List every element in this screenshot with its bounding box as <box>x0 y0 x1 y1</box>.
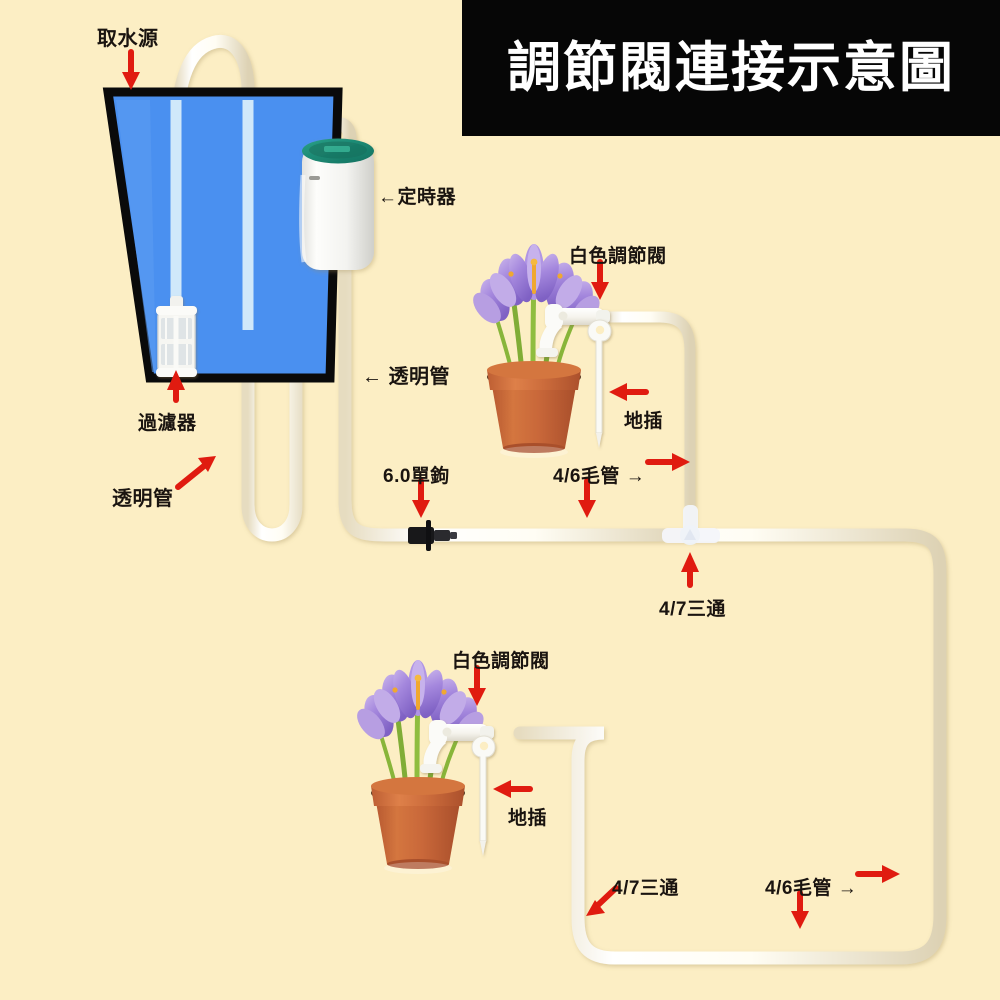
tube-segments-in-water <box>170 100 254 330</box>
label-timer: ←定時器 <box>378 187 457 208</box>
white-regulating-valve-bottom <box>420 720 494 773</box>
single-hook-connector <box>408 520 457 551</box>
title-banner: 調節閥連接示意圖 <box>462 0 1000 136</box>
label-single-hook: 6.0單鉤 <box>383 466 450 487</box>
label-valve-bottom: 白色調節閥 <box>452 651 550 672</box>
tube-main-branch <box>513 528 947 965</box>
arrow-capillary-top-down <box>578 478 596 518</box>
arrow-capillary-top-right <box>645 453 690 471</box>
label-tee-bottom: 4/7三通 <box>612 878 679 899</box>
label-filter: 過濾器 <box>138 413 197 434</box>
tee-connector-top <box>662 505 720 545</box>
label-valve-top: 白色調節閥 <box>569 246 667 267</box>
label-capillary-top: 4/6毛管 → <box>553 466 646 487</box>
arrow-stake-top <box>609 383 649 401</box>
arrow-tee-top <box>681 552 699 588</box>
label-water-source: 取水源 <box>97 28 159 50</box>
arrow-filter <box>167 370 185 403</box>
label-stake-bottom: 地插 <box>508 808 548 829</box>
label-clear-tube-left: 透明管 <box>112 488 174 510</box>
ground-stake-top <box>587 319 612 448</box>
arrow-stake-bottom <box>493 780 533 798</box>
ground-stake-bottom <box>471 735 496 856</box>
white-regulating-valve-top <box>536 304 610 357</box>
annotation-arrows <box>122 49 900 929</box>
label-clear-tube-mid: ← 透明管 <box>362 366 451 388</box>
tube-capillary-top <box>597 311 696 541</box>
label-stake-top: 地插 <box>624 411 664 432</box>
arrow-water-source <box>122 49 140 90</box>
arrow-capillary-bottom-down <box>791 890 809 929</box>
arrow-valve-bottom <box>468 665 486 706</box>
arrow-tee-bottom <box>586 885 619 916</box>
flower-pot-bottom <box>357 660 484 874</box>
tubing-network <box>169 35 947 965</box>
arrow-clear-tube-left <box>175 456 216 490</box>
crocus-flowers-bottom <box>357 660 484 741</box>
arrow-capillary-bottom-right <box>855 865 900 883</box>
water-filter <box>156 296 197 377</box>
arrow-single-hook <box>412 478 430 518</box>
irrigation-timer <box>299 138 374 270</box>
arrow-valve-top <box>591 259 609 300</box>
label-tee-top: 4/7三通 <box>659 599 726 620</box>
label-capillary-bottom: 4/6毛管 → <box>765 878 858 899</box>
tube-timer-outlet <box>338 263 697 542</box>
page-title: 調節閥連接示意圖 <box>507 38 955 98</box>
